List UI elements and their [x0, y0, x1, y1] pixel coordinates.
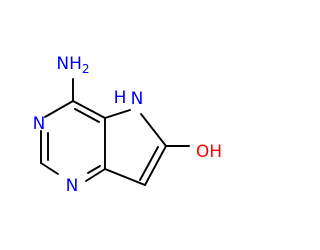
amino-group-subscript: 2: [82, 62, 90, 76]
bond-c4a-c4: [72, 100, 106, 119]
bonds: [40, 78, 190, 186]
bond-n1-c7a-inner: [87, 165, 101, 174]
bond-c4-n3: [44, 100, 74, 118]
molecule-canvas: NH2 N N H N OH: [32, 54, 223, 196]
pyrrole-nitrogen-label: N: [131, 89, 144, 109]
bond-c4a-c4-inner: [74, 108, 100, 123]
ring-nitrogen-bottom-label: N: [66, 176, 79, 196]
molecule-structure: NH2 N N H N OH: [33, 54, 222, 196]
bond-c4a-n5: [104, 109, 131, 119]
bond-c7-c7a: [104, 168, 146, 186]
amino-group-main-label: NH: [56, 54, 82, 74]
atom-labels: NH2 N N H N OH: [33, 54, 222, 196]
bond-n5-c6: [140, 113, 167, 147]
pyrrole-hydrogen-label: H: [114, 88, 127, 108]
amino-group-label: NH2: [56, 54, 89, 76]
bond-c6-c7-inner: [139, 146, 159, 181]
ring-nitrogen-top-label: N: [33, 114, 46, 134]
hydroxyl-group-label: OH: [196, 142, 222, 162]
bond-n1-c7a: [85, 168, 106, 182]
bond-c6-c7: [144, 145, 167, 186]
bond-c2-n1: [40, 162, 59, 175]
